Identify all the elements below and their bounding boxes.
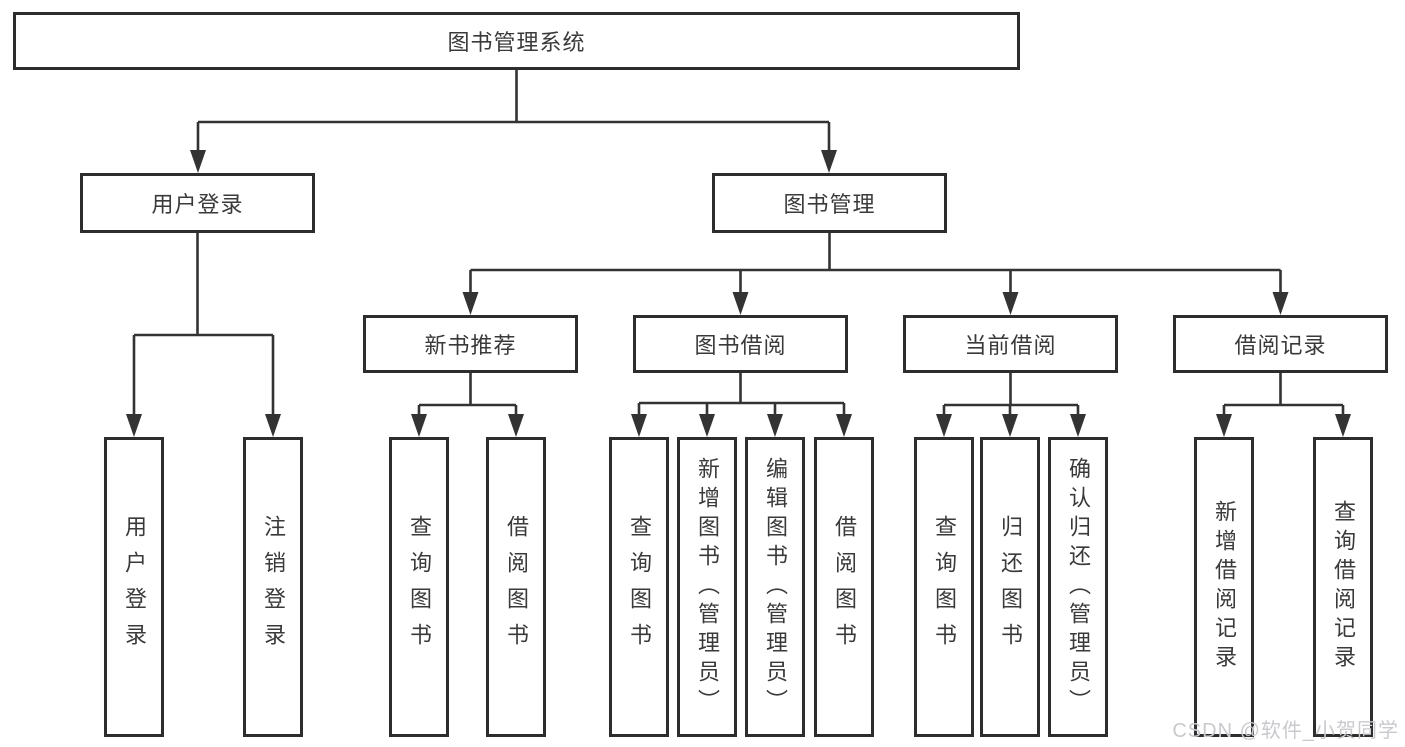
node-add-borrow-record: 新增借阅记录 (1194, 437, 1254, 737)
leaf-label: 归还图书 (998, 515, 1023, 659)
node-edit-books-admin: 编辑图书（管理员） (745, 437, 805, 737)
leaf-label: 用户登录 (122, 515, 147, 659)
node-query-books-recommend: 查询图书 (389, 437, 449, 737)
node-new-book-recommendation: 新书推荐 (363, 315, 578, 373)
node-borrow-books-borrowing: 借阅图书 (814, 437, 874, 737)
node-query-books-current: 查询图书 (914, 437, 974, 737)
leaf-label: 借阅图书 (832, 515, 857, 659)
node-query-books-borrowing: 查询图书 (609, 437, 669, 737)
leaf-label: 确认归还（管理员） (1066, 456, 1091, 718)
csdn-watermark: CSDN @软件_小贺同学 (1172, 720, 1399, 742)
node-borrowing-records: 借阅记录 (1173, 315, 1388, 373)
leaf-label: 借阅图书 (504, 515, 529, 659)
node-book-management-system: 图书管理系统 (13, 12, 1020, 70)
leaf-label: 查询借阅记录 (1331, 500, 1356, 674)
node-book-management: 图书管理 (712, 173, 947, 233)
leaf-label: 新增借阅记录 (1212, 500, 1237, 674)
leaf-label: 查询图书 (627, 515, 652, 659)
node-query-borrow-record: 查询借阅记录 (1313, 437, 1373, 737)
node-user-login: 用户登录 (80, 173, 315, 233)
node-add-books-admin: 新增图书（管理员） (677, 437, 737, 737)
leaf-label: 新增图书（管理员） (695, 456, 720, 718)
leaf-label: 查询图书 (932, 515, 957, 659)
node-current-borrowing: 当前借阅 (903, 315, 1118, 373)
node-return-books: 归还图书 (980, 437, 1040, 737)
leaf-label: 查询图书 (407, 515, 432, 659)
node-confirm-return-admin: 确认归还（管理员） (1048, 437, 1108, 737)
arrowheads (126, 150, 1351, 437)
leaf-label: 注销登录 (261, 515, 286, 659)
node-user-login-leaf: 用户登录 (104, 437, 164, 737)
node-logout: 注销登录 (243, 437, 303, 737)
leaf-label: 编辑图书（管理员） (763, 456, 788, 718)
node-borrow-books-recommend: 借阅图书 (486, 437, 546, 737)
node-book-borrowing: 图书借阅 (633, 315, 848, 373)
